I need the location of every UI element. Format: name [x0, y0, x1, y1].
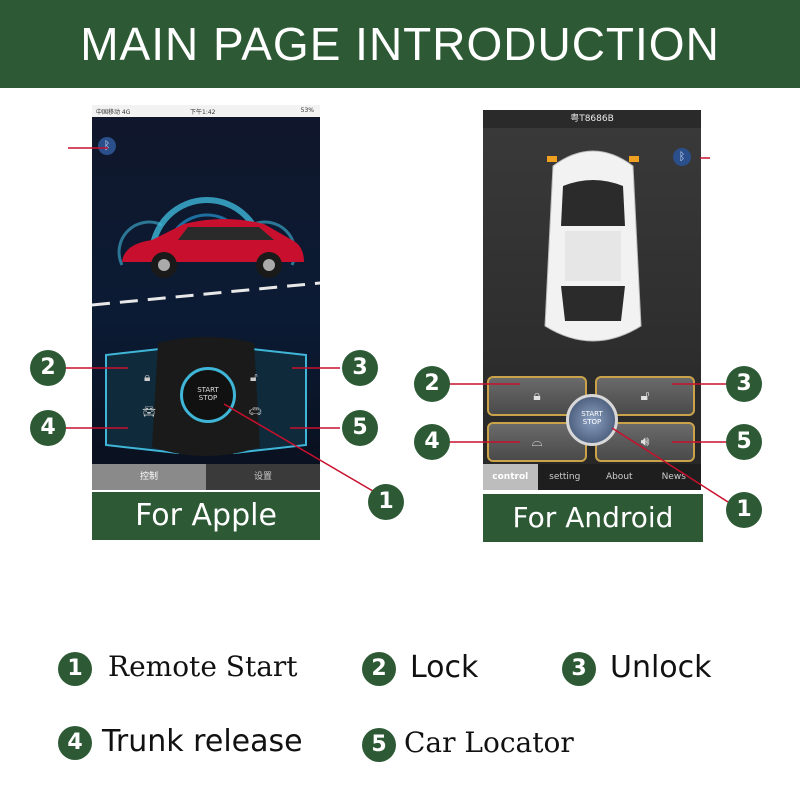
legend-number: 3 [562, 652, 596, 686]
trunk-icon: ⌓ [531, 434, 543, 450]
pointer-line-1 [223, 403, 379, 495]
tab-control[interactable]: 控制 [92, 464, 206, 490]
tab-bar: 控制 设置 [92, 464, 320, 490]
legend-number: 2 [362, 652, 396, 686]
callout-number: 4 [30, 410, 66, 446]
callout-number: 3 [342, 350, 378, 386]
android-phone-screenshot: 粤T8686B ᛒ 🔒︎ 🔓︎ ⌓ 🔊︎ START STOP control … [483, 110, 701, 490]
legend-text-trunk-release: Trunk release [102, 724, 303, 759]
page-title: MAIN PAGE INTRODUCTION [80, 18, 720, 70]
callout-number: 1 [368, 484, 404, 520]
lock-icon[interactable]: 🔒︎ [144, 370, 151, 384]
pointer-line-1 [611, 427, 729, 503]
status-time: 下午1:42 [190, 109, 216, 116]
legend-number: 4 [58, 726, 92, 760]
legend-number: 5 [362, 728, 396, 762]
start-label: START [197, 386, 219, 394]
unlock-icon[interactable]: 🔓︎ [250, 370, 258, 384]
trunk-icon[interactable]: 🚘︎ [142, 405, 156, 418]
callout-number: 2 [414, 366, 450, 402]
legend-number: 1 [58, 652, 92, 686]
callout-number: 4 [414, 424, 450, 460]
legend-text-unlock: Unlock [610, 650, 712, 685]
lock-icon: 🔒︎ [533, 388, 541, 404]
status-bar: 中国移动 4G 下午1:42 53% [92, 105, 320, 117]
legend-text-remote-start: Remote Start [108, 650, 298, 683]
plate-bar: 粤T8686B [483, 110, 701, 128]
callout-number: 3 [726, 366, 762, 402]
tab-control[interactable]: control [483, 464, 538, 490]
header-banner: MAIN PAGE INTRODUCTION [0, 0, 800, 88]
unlock-icon: 🔓︎ [640, 388, 650, 404]
bluetooth-icon[interactable]: ᛒ [98, 137, 116, 155]
unlock-button[interactable]: 🔓︎ [595, 376, 695, 416]
bluetooth-icon[interactable]: ᛒ [673, 148, 691, 166]
status-carrier: 中国移动 4G [96, 109, 131, 116]
android-label: For Android [483, 494, 703, 542]
car-image [544, 150, 642, 342]
callout-number: 5 [726, 424, 762, 460]
callout-number: 2 [30, 350, 66, 386]
legend-text-car-locator: Car Locator [404, 726, 574, 759]
tab-news[interactable]: News [661, 472, 686, 482]
callout-number: 1 [726, 492, 762, 528]
car-image [122, 219, 304, 278]
tab-setting[interactable]: setting [549, 472, 581, 482]
tab-bar: control setting About News [483, 464, 701, 490]
horn-icon: 🔊︎ [640, 434, 650, 450]
start-stop-button[interactable]: START STOP [566, 394, 618, 446]
callout-number: 5 [342, 410, 378, 446]
legend-text-lock: Lock [410, 650, 479, 685]
start-label: START [581, 410, 603, 418]
tab-about[interactable]: About [605, 472, 633, 482]
apple-phone-screenshot: 中国移动 4G 下午1:42 53% ᛒ 🔒︎ 🔓︎ 🚘︎ 🚗︎ START S… [92, 105, 320, 490]
apple-label: For Apple [92, 492, 320, 540]
car-locate-icon[interactable]: 🚗︎ [248, 405, 262, 418]
tab-settings[interactable]: 设置 [253, 472, 272, 482]
start-stop-button[interactable]: START STOP [180, 367, 236, 423]
stop-label: STOP [198, 394, 218, 402]
status-battery: 53% [300, 107, 314, 114]
stop-label: STOP [582, 418, 602, 426]
